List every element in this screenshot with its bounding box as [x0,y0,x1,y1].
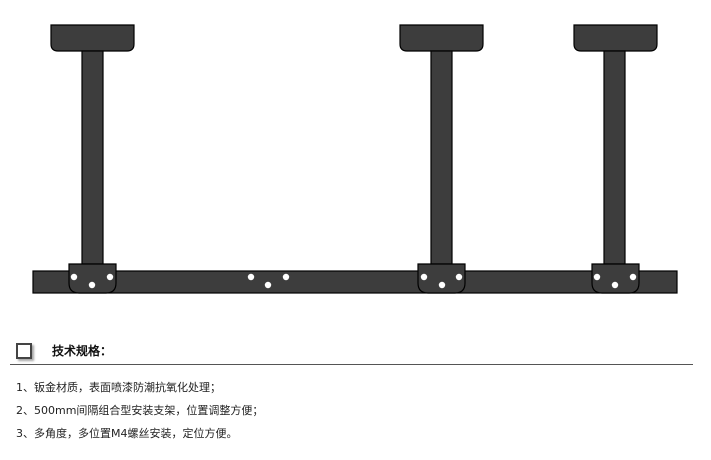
spec-list: 1、钣金材质，表面喷漆防潮抗氧化处理； 2、500mm间隔组合型安装支架，位置调… [16,376,263,445]
screw-hole [106,273,114,281]
spec-title: 技术规格： [52,344,113,358]
horizontal-rail [32,270,678,294]
spec-item: 1、钣金材质，表面喷漆防潮抗氧化处理； [16,381,221,394]
mount-post-2 [399,24,484,294]
mount-post-3 [573,24,658,294]
section-divider [10,364,693,365]
spec-item: 3、多角度，多位置M4螺丝安装，定位方便。 [16,427,238,440]
checkbox-icon [16,342,32,359]
screw-hole [593,273,601,281]
screw-hole [420,273,428,281]
screw-hole [88,281,96,289]
post-top-cap [50,24,135,52]
bracket-assembly-diagram [32,24,678,294]
screw-hole [629,273,637,281]
screw-hole [264,281,272,289]
post-stem [603,50,626,265]
screw-hole [247,273,255,281]
post-stem [81,50,104,265]
post-top-cap [399,24,484,52]
post-base-plate [68,263,117,294]
mount-post-1 [50,24,135,294]
spec-item: 2、500mm间隔组合型安装支架，位置调整方便； [16,404,264,417]
post-base-plate [591,263,640,294]
screw-hole [611,281,619,289]
spec-header: 技术规格： [16,342,112,359]
screw-hole [282,273,290,281]
screw-hole [438,281,446,289]
post-stem [430,50,453,265]
screw-hole [455,273,463,281]
post-base-plate [417,263,466,294]
post-top-cap [573,24,658,52]
screw-hole [70,273,78,281]
